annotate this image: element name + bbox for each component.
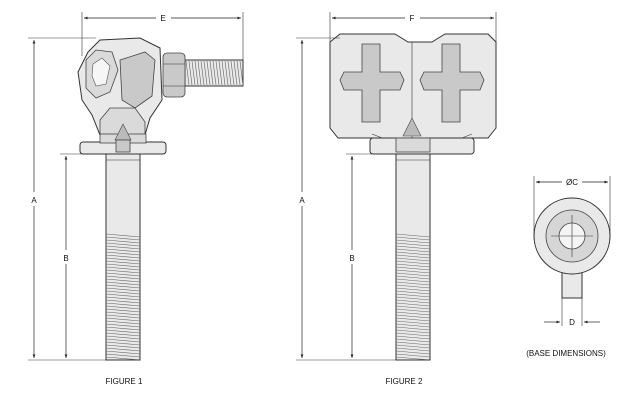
dim-A-fig2: A bbox=[296, 37, 396, 361]
fig1-side-bolt bbox=[162, 52, 244, 98]
dim-C-label: ØC bbox=[566, 178, 578, 187]
dim-F-label: F bbox=[410, 14, 415, 23]
dim-A-fig2-label: A bbox=[299, 196, 305, 205]
dim-A: A bbox=[28, 37, 106, 361]
fig1-base-plate bbox=[79, 123, 167, 155]
dim-F: F bbox=[329, 12, 497, 42]
figure2-caption: FIGURE 2 bbox=[386, 377, 423, 386]
dim-B-label: B bbox=[63, 254, 68, 263]
figure-2: F A B FIGURE 2 bbox=[296, 12, 497, 386]
figure-1: E A B FIGURE 1 bbox=[28, 12, 244, 386]
fig1-shaft bbox=[105, 153, 141, 361]
figure1-caption: FIGURE 1 bbox=[106, 377, 143, 386]
dim-B: B bbox=[60, 153, 106, 358]
base-dimensions-caption: (BASE DIMENSIONS) bbox=[526, 349, 606, 358]
fig2-shaft bbox=[395, 153, 431, 361]
dim-D-label: D bbox=[569, 318, 575, 327]
fig2-base-plate bbox=[369, 117, 475, 155]
dim-D: D bbox=[544, 298, 600, 327]
base-dimensions-view: ØC D (BASE DIMENSIONS) bbox=[526, 176, 611, 358]
dim-B-fig2-label: B bbox=[349, 254, 354, 263]
dim-E: E bbox=[81, 12, 244, 60]
dim-A-label: A bbox=[31, 196, 37, 205]
dim-E-label: E bbox=[160, 14, 165, 23]
dim-B-fig2: B bbox=[346, 153, 396, 358]
fig1-clamp-body bbox=[77, 37, 163, 136]
dim-C: ØC bbox=[533, 176, 611, 236]
fig2-clamp-body bbox=[329, 33, 497, 139]
